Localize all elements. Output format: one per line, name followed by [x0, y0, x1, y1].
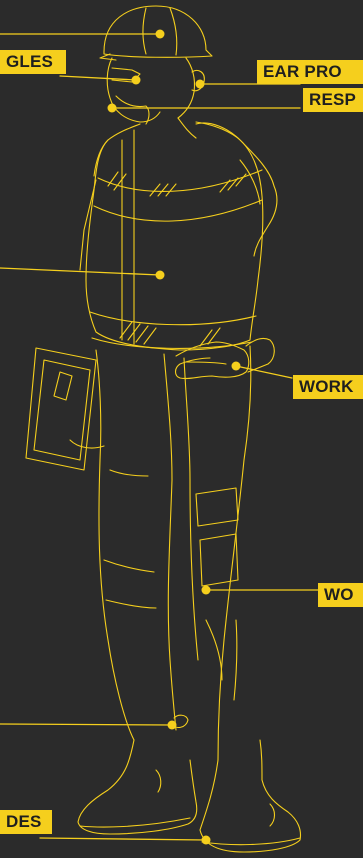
- head-drawing: [107, 58, 204, 138]
- dot-goggles: [132, 76, 141, 85]
- trousers-drawing: [96, 346, 251, 760]
- glove-drawing: [176, 338, 275, 378]
- dot-helmet: [156, 30, 165, 39]
- dot-respirator: [108, 104, 117, 113]
- tablet-drawing: [26, 348, 104, 470]
- leader-lines: [0, 34, 318, 840]
- label-shoes: DES: [0, 810, 52, 834]
- leader-gloves: [236, 366, 292, 378]
- label-work-trousers: WO: [318, 583, 363, 607]
- dot-ear-protection: [196, 80, 205, 89]
- jacket-drawing: [80, 122, 277, 350]
- dot-jacket: [156, 271, 165, 280]
- anchor-dots: [108, 30, 241, 845]
- dot-trousers: [202, 586, 211, 595]
- label-respirator: RESP: [303, 88, 363, 112]
- dot-gloves: [232, 362, 241, 371]
- dot-shoes: [202, 836, 211, 845]
- dot-boots: [168, 721, 177, 730]
- boots-drawing: [78, 715, 301, 852]
- label-goggles: GLES: [0, 50, 66, 74]
- label-work-gloves: WORK: [293, 375, 363, 399]
- leader-goggles: [60, 76, 136, 80]
- label-ear-protection: EAR PRO: [257, 60, 363, 84]
- leader-boots: [0, 724, 172, 725]
- leader-shoes: [40, 838, 206, 840]
